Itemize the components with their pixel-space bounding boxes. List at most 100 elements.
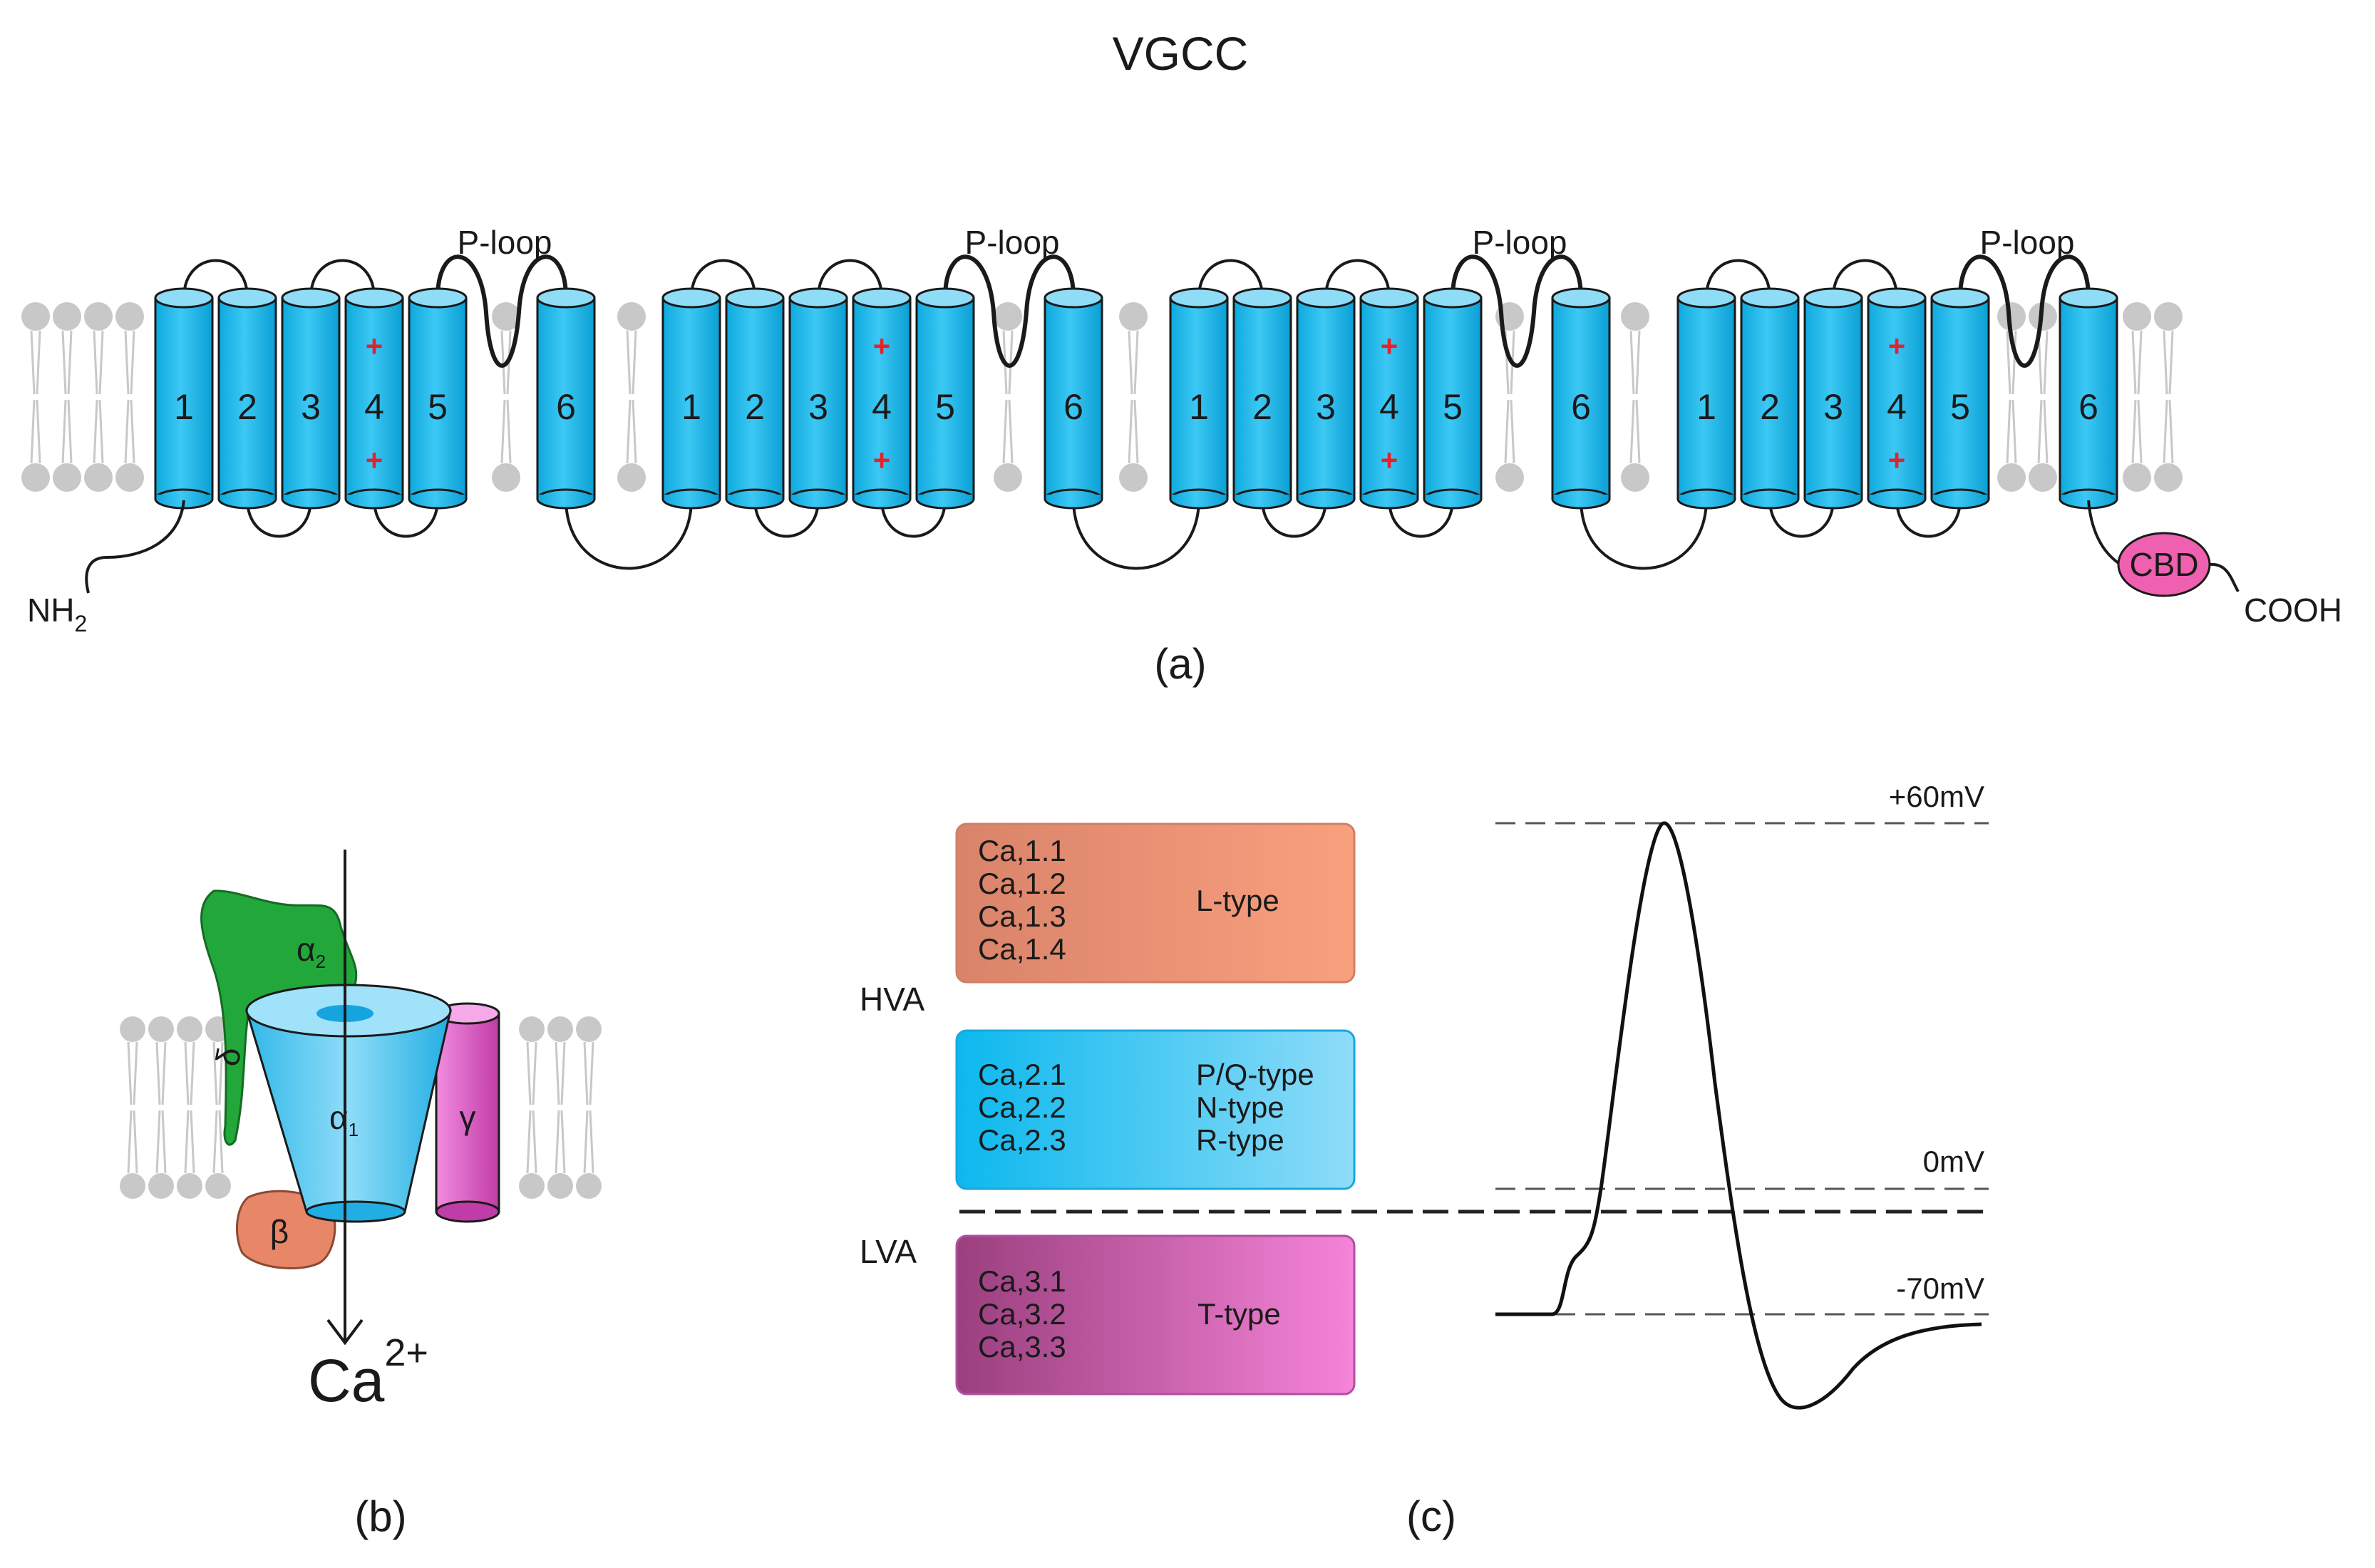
lipid-head (84, 463, 113, 492)
lipid-head (576, 1016, 602, 1042)
c-terminus-tail (2087, 500, 2122, 566)
lipid-head (2123, 463, 2151, 492)
lipid-tail (1002, 330, 1014, 464)
segment-fill (346, 495, 402, 500)
segment-number: 4 (1379, 387, 1399, 427)
segment-fill (1298, 495, 1354, 500)
intracellular-loop (753, 498, 820, 538)
segment-fill (1361, 495, 1417, 500)
segment-top (1232, 287, 1292, 309)
lipid-head (120, 1173, 145, 1199)
p-loop-label: P-loop (1980, 224, 2075, 261)
lipid-tail (526, 1041, 537, 1174)
pqnr-channel-3: Ca,2.3 (978, 1123, 1066, 1157)
alpha1-subunit (244, 1009, 452, 1213)
segment-top (1169, 287, 1229, 309)
lipid-tail (2163, 330, 2174, 464)
l-type-channel-4: Ca,1.4 (978, 932, 1066, 966)
lipid-head (1621, 302, 1649, 331)
segment-number: 2 (1760, 387, 1780, 427)
positive-charge: + (1888, 329, 1906, 363)
lipid-head (2029, 463, 2057, 492)
positive-charge: + (366, 329, 383, 363)
calcium-ion-label: Ca2+ (308, 1331, 428, 1414)
alpha1-bottom (305, 1200, 406, 1223)
segment-top (408, 287, 468, 309)
segment-top (154, 287, 214, 309)
membrane-bilayer-b (120, 1016, 602, 1199)
extracellular-loop (1324, 259, 1391, 299)
segment-top (344, 287, 404, 309)
lipid-head (519, 1173, 545, 1199)
segment-top (852, 287, 912, 309)
t-type-label: T-type (1197, 1297, 1281, 1331)
transmembrane-segment (344, 296, 404, 500)
segment-fill (1171, 495, 1227, 500)
l-type-label: L-type (1196, 884, 1279, 917)
l-type-box (955, 822, 1356, 984)
transmembrane-segment (1232, 296, 1292, 500)
segment-top (725, 287, 785, 309)
segment-fill (1742, 495, 1798, 500)
panel-c-caption: (c) (1406, 1492, 1456, 1540)
extracellular-loop (1832, 259, 1898, 299)
segment-top (1359, 287, 1419, 309)
segment-fill (538, 495, 594, 500)
lipid-head (994, 463, 1022, 492)
cooh-tail (2209, 562, 2240, 592)
segment-number: 6 (2078, 387, 2098, 427)
gamma-label: γ (460, 1099, 476, 1136)
lipid-tail (500, 330, 512, 464)
segment-top (217, 287, 277, 309)
intracellular-loop (1895, 498, 1962, 538)
pqnr-channel-2: Ca,2.2 (978, 1090, 1066, 1124)
intracellular-loop (880, 498, 947, 538)
lipid-tail (184, 1041, 195, 1174)
segment-fill (220, 495, 275, 500)
segment-top (915, 287, 975, 309)
lipid-head (2123, 302, 2151, 331)
segment-number: 4 (1887, 387, 1907, 427)
lipid-head (994, 302, 1022, 331)
p-loop (943, 254, 1076, 368)
segment-number: 2 (745, 387, 765, 427)
n-type-label: N-type (1196, 1090, 1284, 1124)
segment-fill (1046, 495, 1101, 500)
lipid-head (547, 1016, 573, 1042)
segment-top (1803, 287, 1863, 309)
segment-fill (156, 495, 212, 500)
segment-number: 1 (174, 387, 194, 427)
beta-label: β (270, 1213, 289, 1250)
segment-fill (664, 495, 719, 500)
segment-number: 5 (1950, 387, 1970, 427)
lva-label: LVA (860, 1233, 917, 1270)
lipid-tail (30, 330, 41, 464)
lipid-tail (2131, 330, 2143, 464)
lipid-tail (155, 1041, 167, 1174)
intracellular-loop (1388, 498, 1454, 538)
segment-top (1296, 287, 1356, 309)
segment-number: 3 (1316, 387, 1336, 427)
lipid-head (1621, 463, 1649, 492)
lipid-head (205, 1173, 231, 1199)
segment-fill (1932, 495, 1988, 500)
lipid-head (115, 302, 144, 331)
lipid-head (21, 463, 50, 492)
transmembrane-segment (1423, 296, 1483, 500)
segment-fill (1869, 495, 1925, 500)
positive-charge: + (873, 329, 891, 363)
lipid-head (53, 302, 81, 331)
positive-charge: + (1381, 329, 1398, 363)
segment-fill (1805, 495, 1861, 500)
intracellular-loop (1261, 498, 1327, 538)
transmembrane-segment (408, 296, 468, 500)
c-terminus-label: COOH (2244, 592, 2342, 629)
segment-top (1740, 287, 1800, 309)
lipid-tail (2006, 330, 2017, 464)
transmembrane-segment (281, 296, 341, 500)
transmembrane-segment (2059, 296, 2118, 500)
